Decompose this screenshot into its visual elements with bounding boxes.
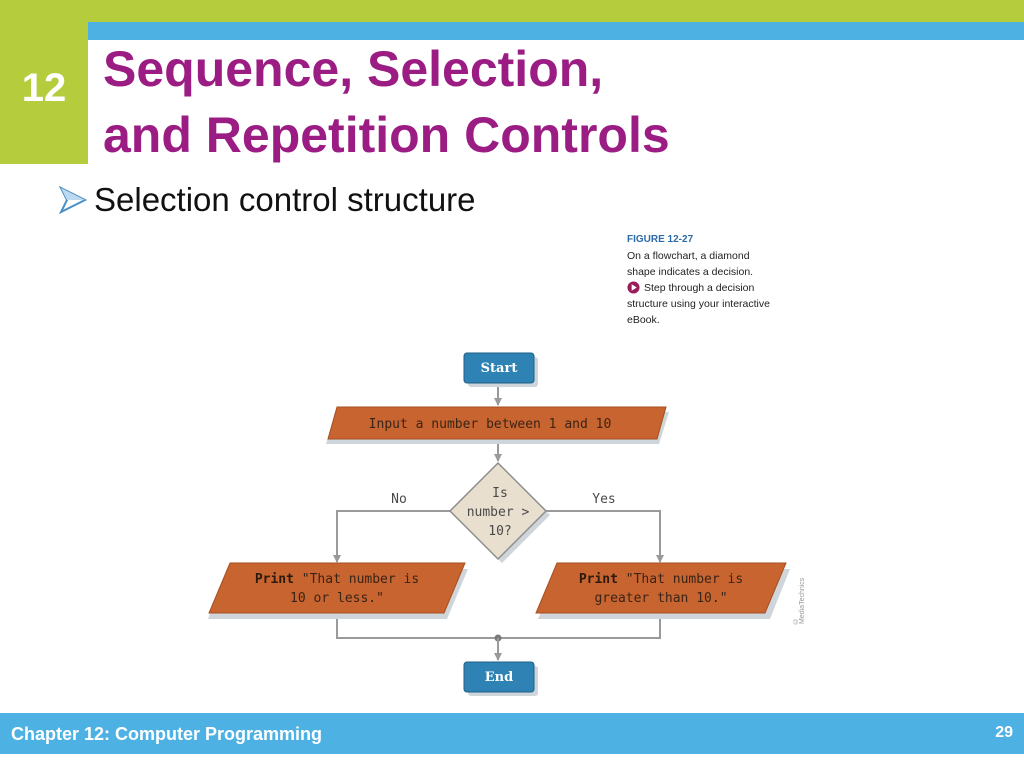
- decision-diamond: Is number > 10?: [448, 461, 550, 563]
- decision-line-1: Is: [492, 486, 508, 501]
- decision-line-3: 10?: [488, 524, 511, 539]
- play-icon[interactable]: [627, 281, 640, 294]
- title-line-2: and Repetition Controls: [103, 107, 670, 163]
- decision-line-2: number >: [467, 505, 530, 520]
- print-greater-text-2: greater than 10.": [594, 591, 727, 606]
- end-terminal: End: [463, 661, 538, 696]
- input-label: Input a number between 1 and 10: [369, 417, 612, 432]
- yes-branch-label: Yes: [592, 492, 615, 507]
- start-label: Start: [481, 361, 518, 376]
- figure-label: FIGURE 12-27: [627, 234, 694, 245]
- svg-text:Print "That number is: Print "That number is: [255, 572, 419, 587]
- start-terminal: Start: [463, 352, 538, 387]
- arrow-bullet-icon: [58, 185, 88, 215]
- svg-text:Print "That number is: Print "That number is: [579, 572, 743, 587]
- chapter-number: 12: [21, 66, 67, 110]
- print-less-text-2: 10 or less.": [290, 591, 384, 606]
- no-branch-label: No: [391, 492, 407, 507]
- bullet-item: Selection control structure: [58, 178, 476, 222]
- title-line-1: Sequence, Selection,: [103, 41, 604, 97]
- footer-bar: Chapter 12: Computer Programming 29: [0, 713, 1024, 754]
- print-keyword: Print: [579, 572, 618, 587]
- caption-line: Step through a decision: [644, 282, 755, 294]
- slide-title: Sequence, Selection, and Repetition Cont…: [103, 36, 670, 168]
- input-process: Input a number between 1 and 10: [326, 406, 669, 444]
- print-less-output: Print "That number is 10 or less.": [208, 562, 468, 619]
- caption-line: structure using your interactive: [627, 298, 770, 310]
- end-label: End: [485, 670, 513, 685]
- top-blue-stripe: [88, 22, 1024, 40]
- connector-yes-branch: [545, 510, 664, 563]
- print-greater-text-1: "That number is: [618, 572, 743, 587]
- footer-chapter: Chapter 12: Computer Programming: [11, 724, 323, 744]
- chapter-badge: 12: [0, 22, 88, 164]
- print-greater-output: Print "That number is greater than 10.": [535, 562, 790, 619]
- bullet-text: Selection control structure: [94, 181, 476, 218]
- caption-line: On a flowchart, a diamond: [627, 250, 750, 262]
- caption-interactive-line[interactable]: Step through a decision: [627, 280, 797, 296]
- print-keyword: Print: [255, 572, 294, 587]
- top-green-stripe: [0, 0, 1024, 22]
- figure-caption: FIGURE 12-27 On a flowchart, a diamond s…: [627, 232, 797, 328]
- figure-credit: © MediaTechnics: [792, 577, 806, 624]
- page-number: 29: [995, 724, 1013, 741]
- connector-no-branch: [333, 510, 451, 563]
- caption-line: eBook.: [627, 314, 660, 326]
- print-less-text-1: "That number is: [294, 572, 419, 587]
- caption-line: shape indicates a decision.: [627, 266, 754, 278]
